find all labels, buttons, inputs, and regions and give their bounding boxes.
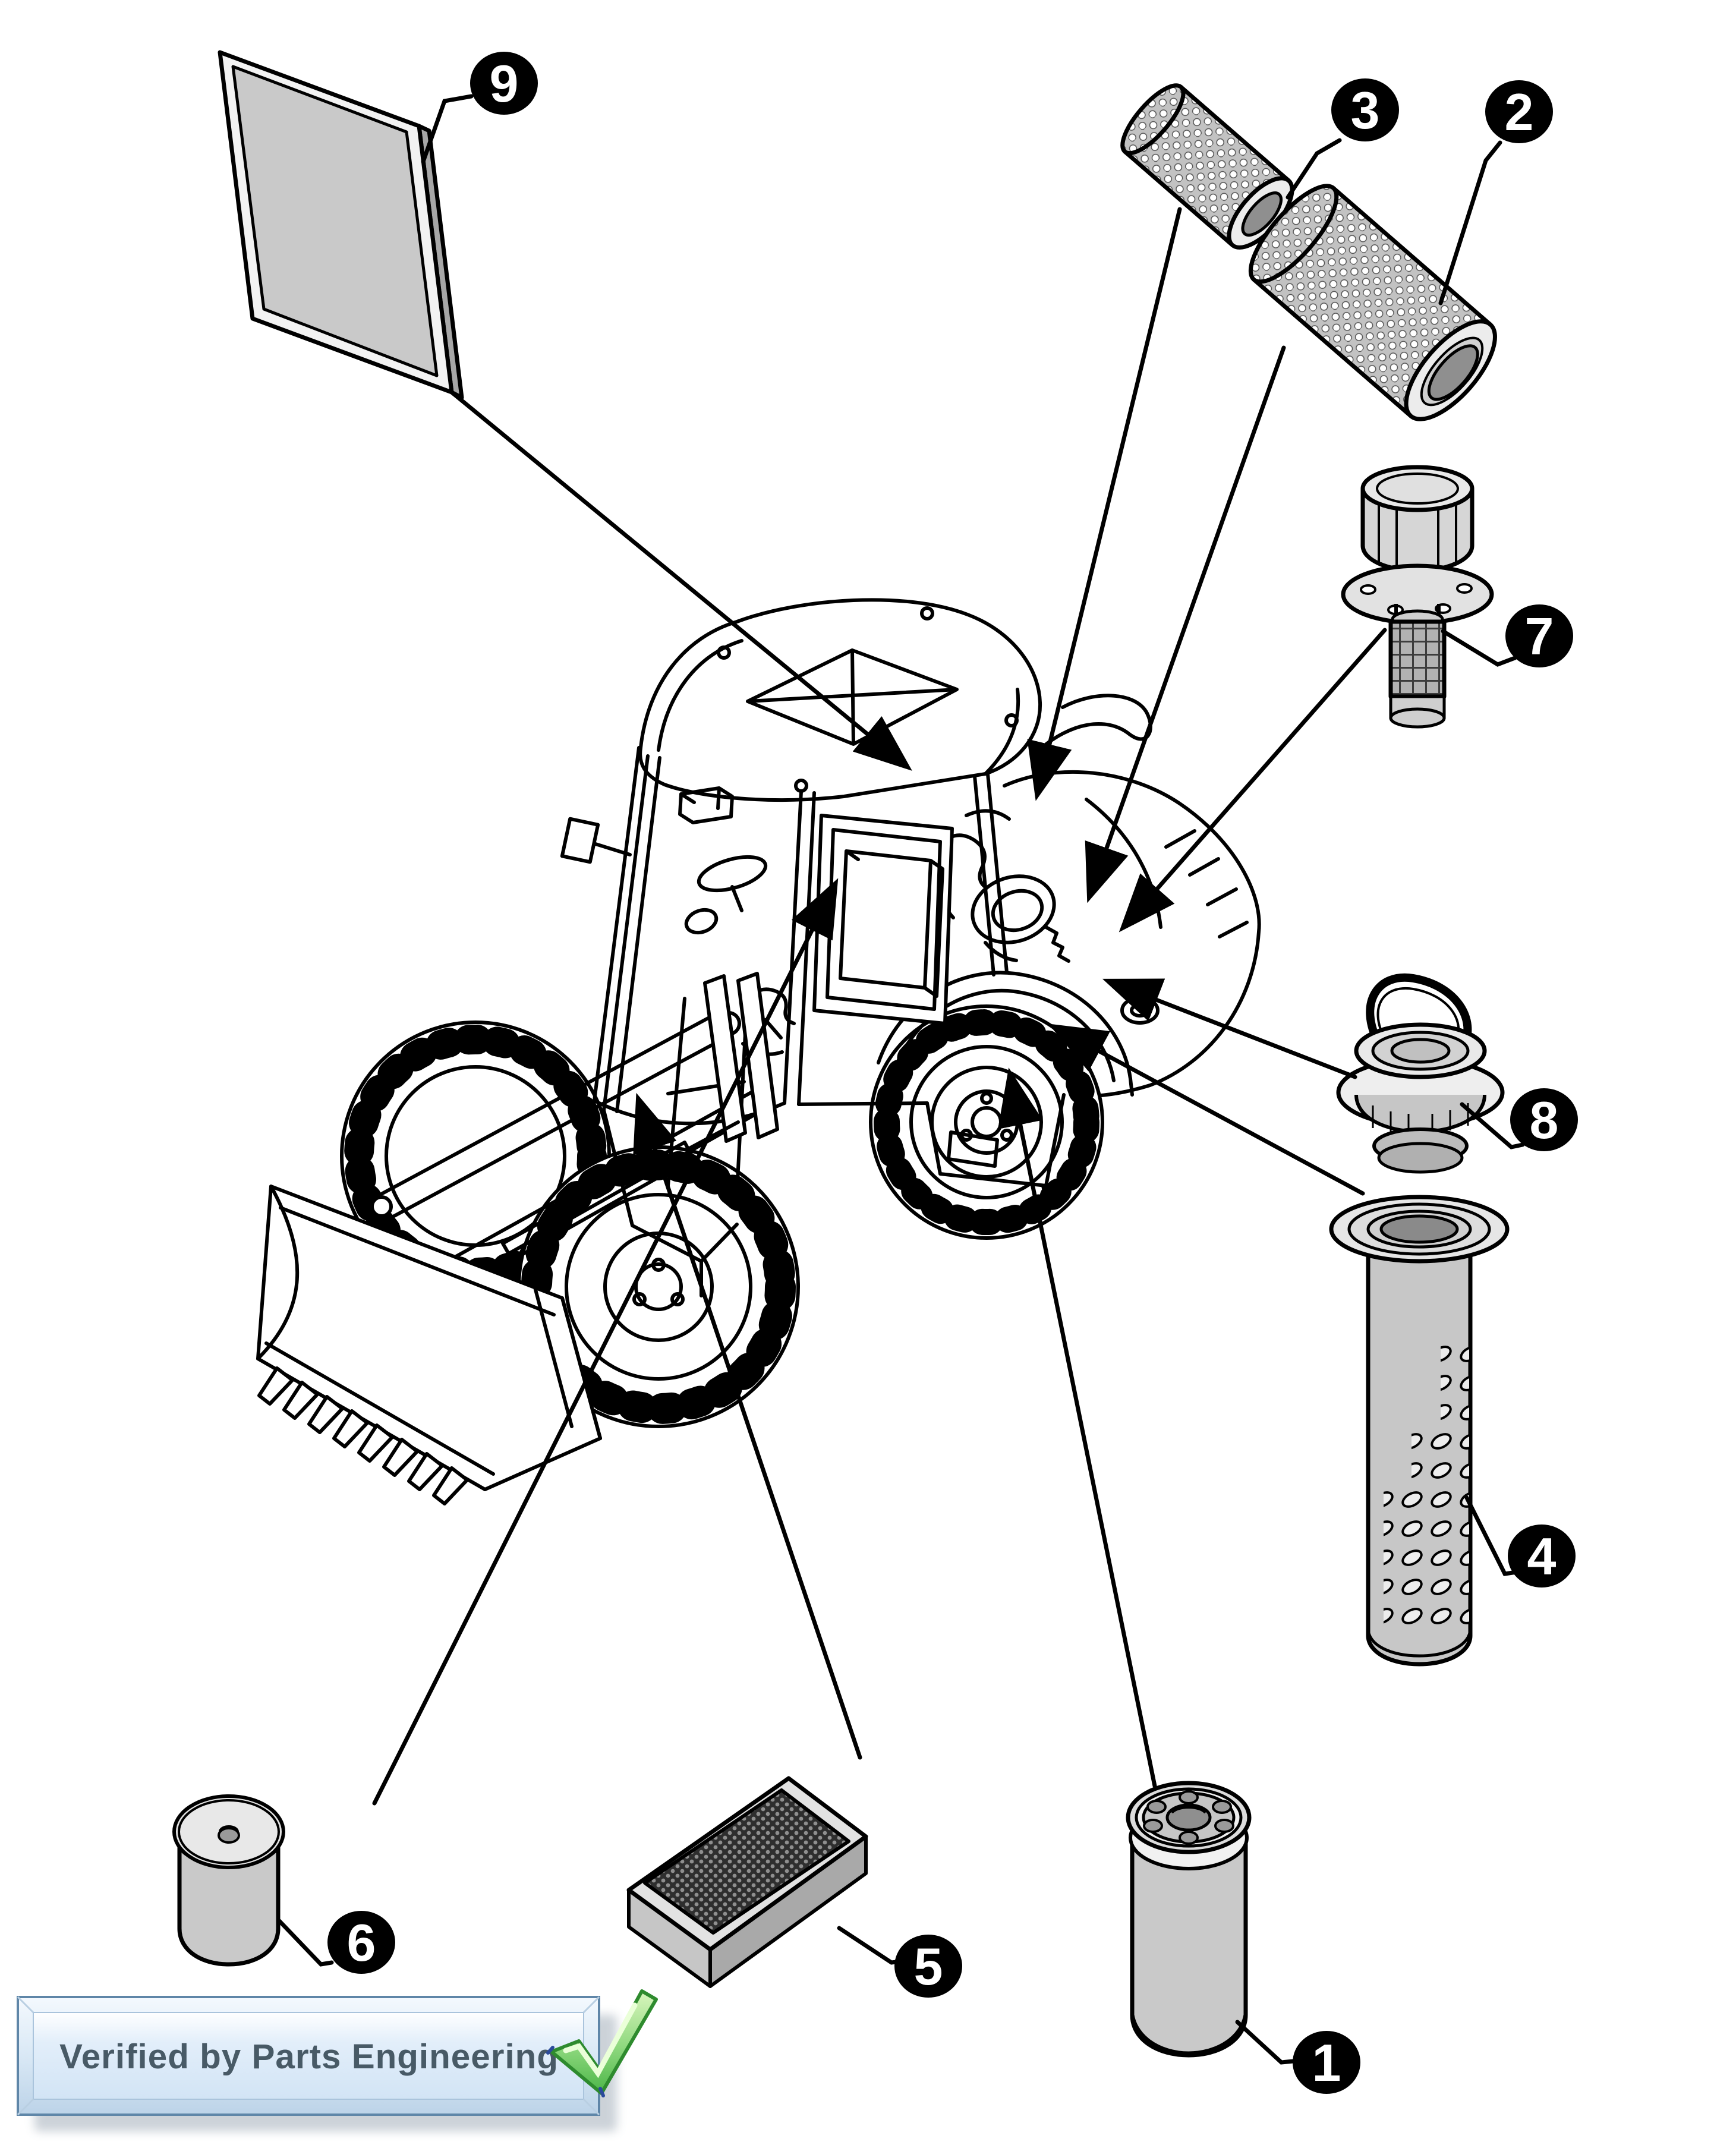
- bucket-teeth: [257, 1366, 469, 1505]
- verified-checkmark-icon: [546, 1989, 658, 2097]
- bucket: [256, 1185, 602, 1505]
- elbow-9: [421, 94, 474, 164]
- leader-8: [1102, 978, 1357, 1079]
- svg-text:2: 2: [1505, 83, 1534, 141]
- part-6-canister-filter: [172, 1794, 285, 1967]
- leader-7: [1119, 628, 1387, 933]
- part-4-hydraulic-filter-element: [1329, 1195, 1510, 1667]
- elbow-8: [1460, 1102, 1525, 1149]
- part-3-inner-air-filter-element: [1120, 83, 1294, 250]
- part-5-panel-air-filter: [626, 1776, 868, 1988]
- leader-lines: [277, 94, 1525, 2065]
- part-1-spin-on-filter: [1126, 1781, 1252, 2058]
- verified-badge: Verified by Parts Engineering: [17, 1989, 658, 2131]
- rear-right-tire: [869, 1004, 1104, 1240]
- svg-text:8: 8: [1530, 1091, 1559, 1149]
- steering-wheel: [697, 855, 768, 893]
- part-2-outer-air-filter-element: [1248, 184, 1497, 421]
- callout-4[interactable]: 4: [1508, 1525, 1576, 1588]
- part-9-cab-air-filter-panel: [218, 50, 464, 400]
- svg-text:7: 7: [1525, 607, 1554, 666]
- callout-5[interactable]: 5: [894, 1935, 962, 1998]
- leader-9: [449, 390, 912, 771]
- cab-roof: [638, 598, 1042, 802]
- callout-9[interactable]: 9: [470, 52, 538, 115]
- svg-text:9: 9: [490, 54, 519, 113]
- elbow-2: [1438, 140, 1502, 305]
- callout-2[interactable]: 2: [1485, 80, 1553, 143]
- elbow-4: [1464, 1495, 1519, 1576]
- leader-3: [1027, 207, 1182, 801]
- wheel-loader-drawing: [256, 598, 1261, 1505]
- leader-1: [998, 1067, 1157, 1788]
- svg-text:4: 4: [1527, 1527, 1557, 1586]
- svg-text:3: 3: [1351, 81, 1380, 140]
- callout-3[interactable]: 3: [1331, 78, 1399, 141]
- svg-text:1: 1: [1312, 2033, 1341, 2092]
- callouts: 1 2 3 4 5 6 7 8: [327, 52, 1578, 2094]
- elbow-1: [1235, 2020, 1296, 2065]
- leader-5: [633, 1092, 862, 1760]
- elbow-5: [837, 1926, 903, 1965]
- cab-door: [812, 814, 954, 1025]
- callout-7[interactable]: 7: [1505, 604, 1573, 667]
- elbow-7: [1441, 629, 1517, 667]
- verified-badge-label: Verified by Parts Engineering: [59, 2037, 559, 2076]
- callout-8[interactable]: 8: [1510, 1088, 1578, 1151]
- leader-4: [1048, 1023, 1365, 1196]
- svg-text:5: 5: [914, 1937, 943, 1996]
- leader-2: [1085, 345, 1286, 903]
- part-8-breather-cap: [1336, 973, 1505, 1174]
- svg-text:6: 6: [347, 1913, 376, 1972]
- elbow-3: [1286, 138, 1342, 200]
- elbow-6: [277, 1919, 334, 1967]
- lift-arms: [370, 972, 779, 1301]
- part-7-filler-strainer: [1341, 465, 1494, 729]
- mirror: [560, 817, 600, 864]
- callout-6[interactable]: 6: [327, 1911, 395, 1974]
- callout-1[interactable]: 1: [1293, 2031, 1360, 2094]
- leader-6: [372, 878, 839, 1806]
